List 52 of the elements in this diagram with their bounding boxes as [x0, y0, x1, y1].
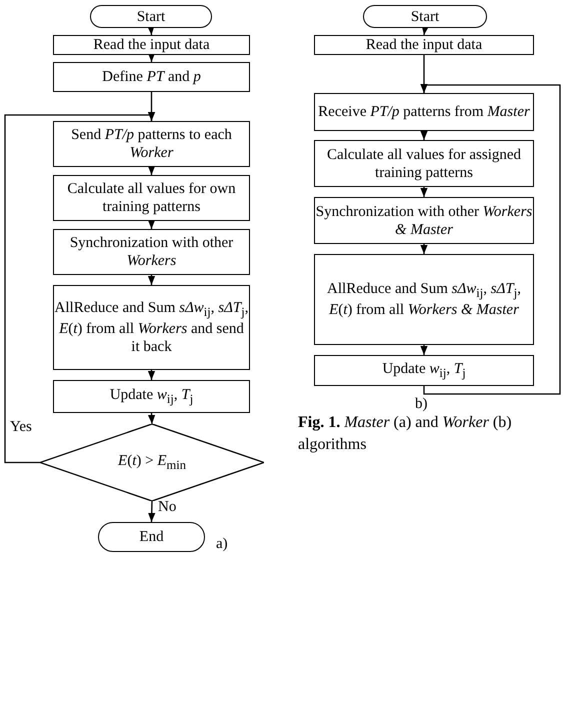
step-text: Update w$_{ij}$, T$_{j}$	[382, 360, 466, 381]
step-text: Read the input data	[366, 36, 482, 54]
arrow	[420, 130, 428, 140]
process-box	[314, 355, 534, 386]
arrow	[148, 412, 156, 424]
step-text: Calculate all values for own training patterns	[66, 180, 237, 216]
arrow	[148, 166, 156, 175]
arrow	[148, 220, 156, 229]
arrow	[147, 26, 154, 36]
arrow	[420, 84, 561, 395]
step-text: End	[139, 528, 164, 546]
terminal-shape	[98, 522, 205, 552]
figure-caption: Fig. 1. Master (a) and Worker (b) algorithms	[298, 413, 513, 455]
process-box	[314, 140, 534, 187]
process-box	[314, 93, 534, 131]
process-box	[314, 197, 534, 244]
arrow	[420, 345, 428, 355]
panel-label: a)	[216, 536, 228, 553]
step-text: Start	[410, 8, 440, 26]
process-box	[53, 229, 250, 275]
arrow	[148, 275, 156, 285]
step-text: AllReduce and Sum sΔw$_{ij}$, sΔT$_{j}$, E(t) from all Workers & Master	[326, 280, 522, 319]
terminal-shape	[90, 5, 212, 28]
decision-diamond	[40, 424, 264, 501]
step-text: Send PT/p patterns to each Worker	[70, 126, 233, 162]
step-text: Define PT and p	[102, 68, 201, 86]
step-text: Start	[136, 8, 166, 26]
process-box	[53, 285, 250, 370]
arrow	[420, 244, 428, 254]
arrow	[148, 52, 156, 62]
process-box	[53, 380, 250, 413]
step-text: Synchronization with other Workers	[68, 234, 234, 270]
step-text: Receive PT/p patterns from Master	[318, 103, 530, 121]
panel-label: b)	[415, 396, 428, 413]
arrow	[4, 112, 156, 464]
arrow	[420, 187, 428, 197]
process-box	[314, 35, 534, 55]
step-text: Synchronization with other Workers & Master	[315, 202, 533, 238]
step-text: Calculate all values for assigned training patterns	[326, 146, 522, 182]
arrow	[148, 370, 156, 380]
terminal-shape	[363, 5, 487, 28]
step-text: Update w$_{ij}$, T$_{j}$	[110, 386, 194, 407]
process-box	[53, 121, 250, 167]
step-text: Read the input data	[93, 36, 210, 54]
arrow	[148, 500, 156, 522]
process-box	[53, 62, 250, 92]
step-text: E(t) > E$_{min}$	[118, 452, 186, 473]
process-box	[53, 35, 250, 55]
process-box	[314, 254, 534, 345]
arrow	[422, 25, 429, 36]
process-box	[53, 175, 250, 221]
step-text: AllReduce and Sum sΔw$_{ij}$, sΔT$_{j}$, E(t) from all Workers and send it back	[54, 299, 249, 356]
